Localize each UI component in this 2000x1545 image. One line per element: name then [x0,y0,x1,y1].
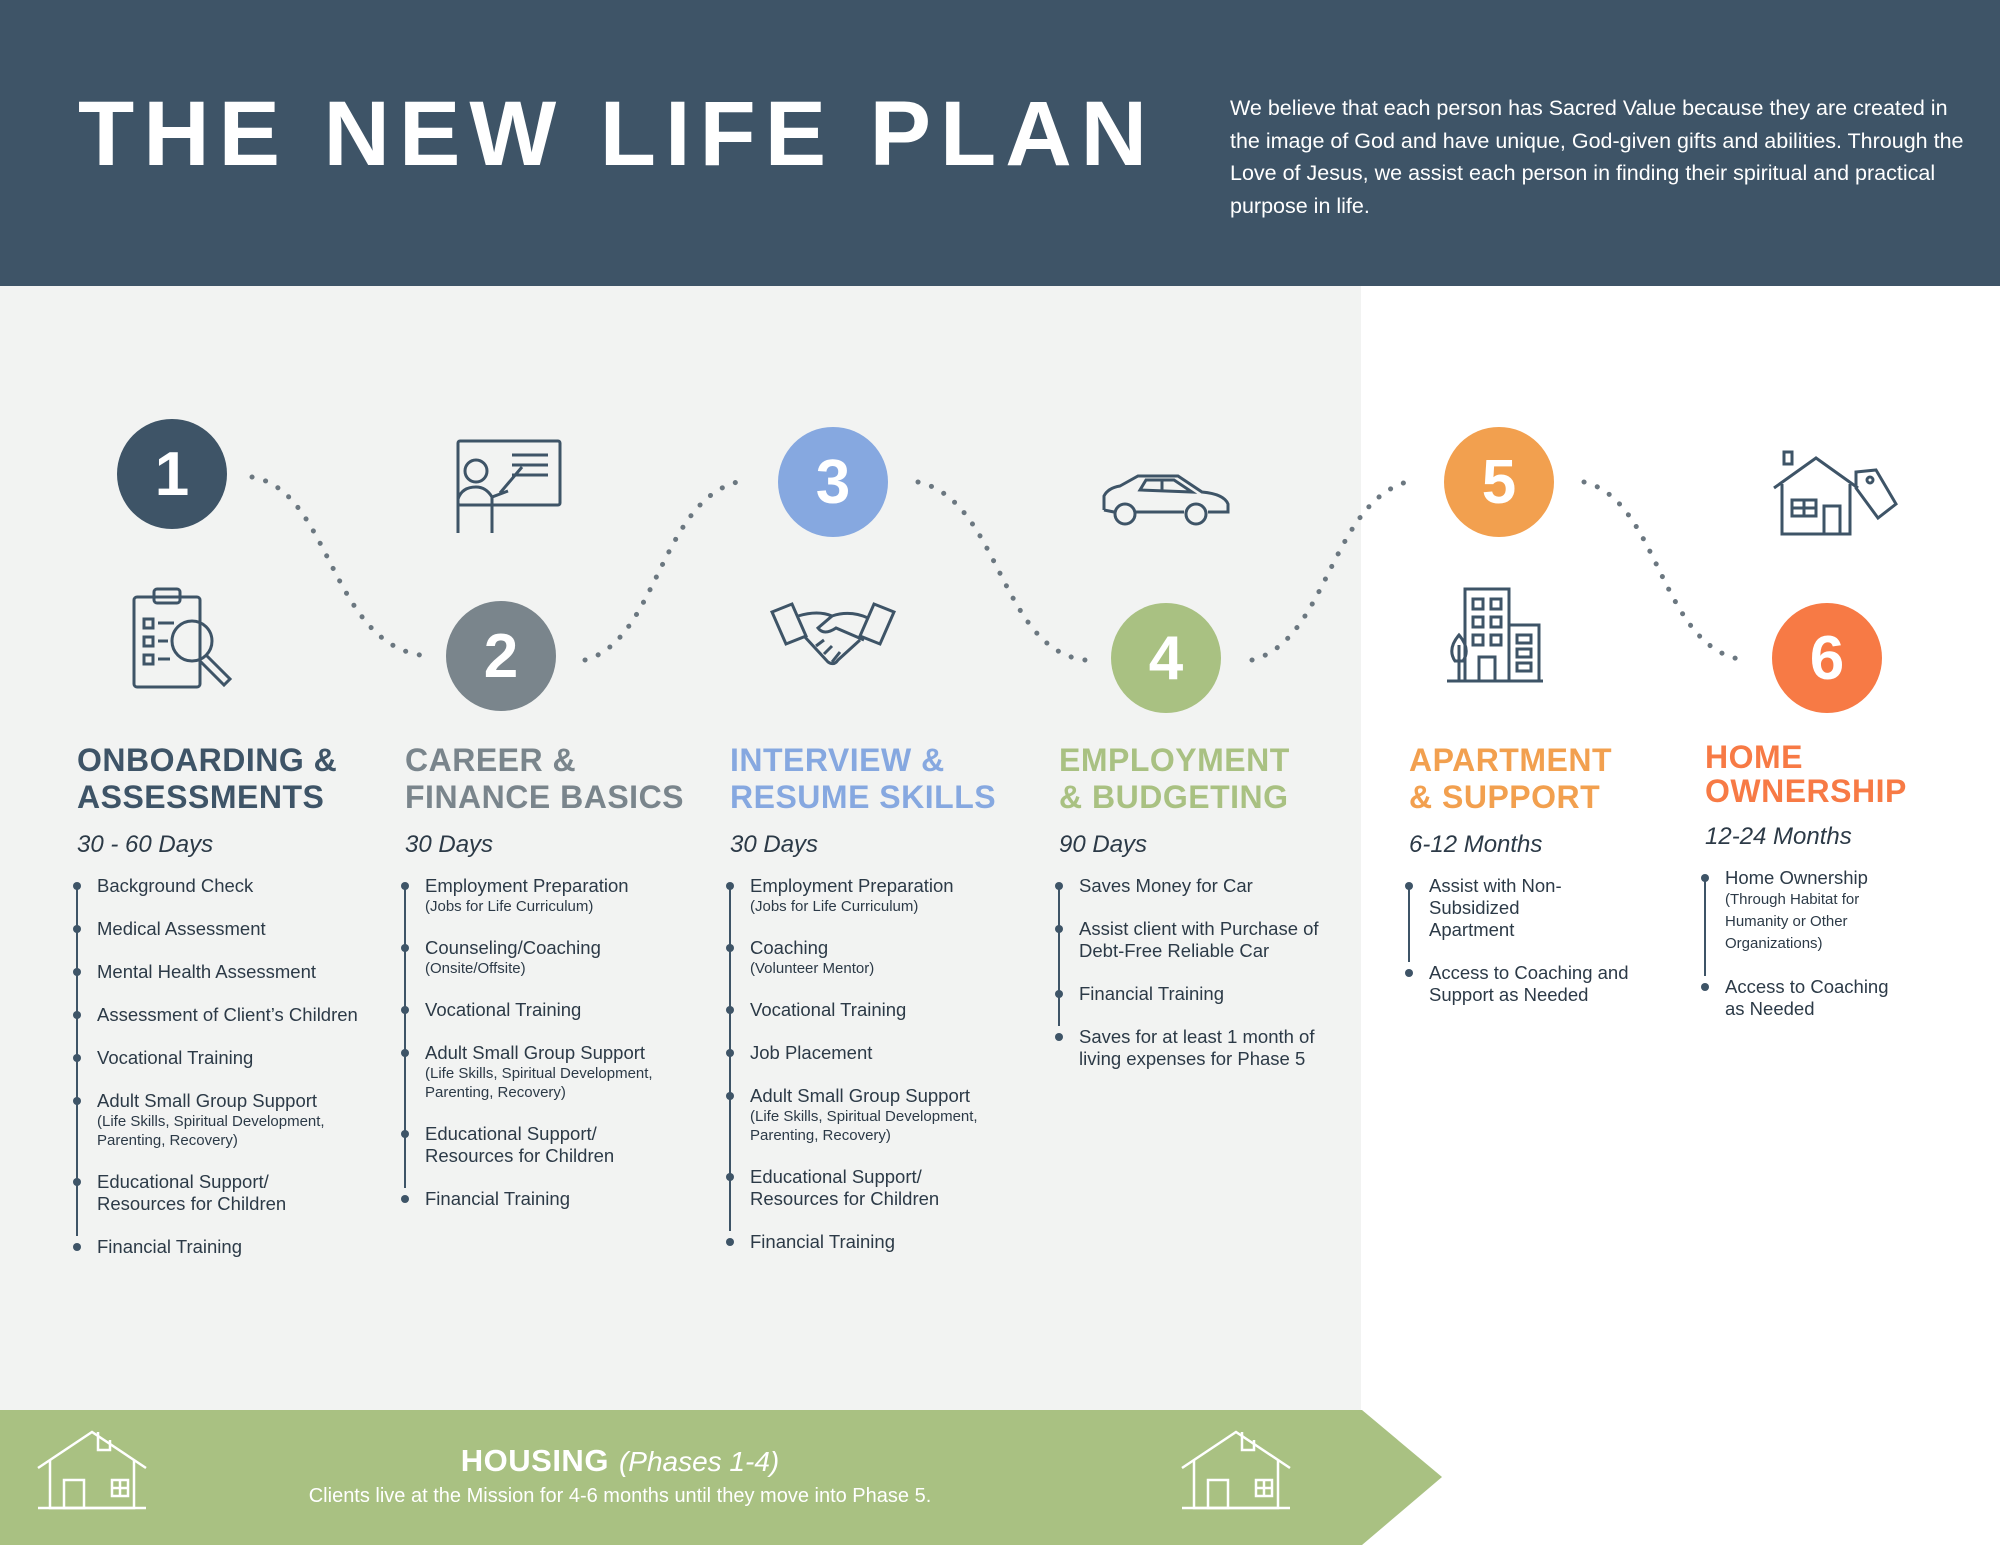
house-icon-left [37,1430,147,1510]
phase-duration: 90 Days [1059,831,1148,858]
housing-banner [0,1410,1442,1545]
phase-3-list: Employment Preparation(Jobs for Life Cur… [726,875,1020,1253]
page-title: THE NEW LIFE PLAN [78,83,1157,185]
phase-3-badge: 3 [778,427,888,537]
house-tag-icon [1773,450,1898,536]
phase-5-list: Assist with Non-Subsidized Apartment Acc… [1405,875,1659,1006]
phase-2-list: Employment Preparation(Jobs for Life Cur… [401,875,695,1210]
list-item: Vocational Training [726,999,1020,1021]
phase-3-column: INTERVIEW &RESUME SKILLS 30 Days Employm… [726,742,1020,1274]
phase-heading: CAREER &FINANCE BASICS [405,742,685,815]
phase-2-badge: 2 [446,601,556,711]
phase-6-badge: 6 [1772,603,1882,713]
phase-duration: 6-12 Months [1409,831,1543,858]
clipboard-magnifier-icon [132,587,233,689]
list-item: Access to Coaching as Needed [1701,976,1907,1020]
list-item: Adult Small Group Support(Life Skills, S… [726,1085,1020,1145]
phase-1-column: ONBOARDING &ASSESSMENTS 30 - 60 Days Bac… [73,742,367,1279]
phase-2-column: CAREER &FINANCE BASICS 30 Days Employmen… [401,742,695,1231]
list-item: Job Placement [726,1042,1020,1064]
list-item: Saves Money for Car [1055,875,1349,897]
phase-5-column: APARTMENT& SUPPORT 6-12 Months Assist wi… [1405,742,1659,1027]
list-item: Access to Coaching and Support as Needed [1405,962,1659,1006]
list-item: Assist client with Purchase of Debt-Free… [1055,918,1349,962]
list-item: Medical Assessment [73,918,367,940]
list-item: Assessment of Client’s Children [73,1004,367,1026]
list-item: Educational Support/ Resources for Child… [726,1166,1020,1210]
phase-heading: APARTMENT& SUPPORT [1409,742,1612,815]
list-item: Educational Support/ Resources for Child… [401,1123,695,1167]
phase-1-badge: 1 [117,419,227,529]
connector-1-2 [249,474,423,658]
apartment-building-icon [1447,587,1543,683]
housing-phases: (Phases 1-4) [618,1446,780,1477]
housing-banner-text: HOUSING (Phases 1-4) Clients live at the … [0,1443,1240,1508]
list-item: Saves for at least 1 month of living exp… [1055,1026,1349,1070]
list-item: Employment Preparation(Jobs for Life Cur… [726,875,1020,916]
car-icon [1102,474,1230,526]
phase-6-list: Home Ownership(Through Habitat for Human… [1701,867,1907,1020]
connector-4-5 [1249,477,1418,663]
intro-text: We believe that each person has Sacred V… [1230,96,1964,218]
list-item: Educational Support/ Resources for Child… [73,1171,367,1215]
phase-4-badge: 4 [1111,603,1221,713]
list-item: Financial Training [73,1236,367,1258]
phase-4-column: EMPLOYMENT& BUDGETING 90 Days Saves Mone… [1055,742,1349,1091]
phase-duration: 12-24 Months [1705,823,1852,850]
list-item: Employment Preparation(Jobs for Life Cur… [401,875,695,916]
list-item: Vocational Training [73,1047,367,1069]
list-item: Adult Small Group Support(Life Skills, S… [73,1090,367,1150]
phase-heading: EMPLOYMENT& BUDGETING [1059,742,1290,815]
list-item: Adult Small Group Support(Life Skills, S… [401,1042,695,1102]
phase-duration: 30 - 60 Days [77,831,214,858]
list-item: Vocational Training [401,999,695,1021]
teacher-board-icon [456,439,562,533]
connector-3-4 [915,479,1088,663]
housing-title: HOUSING [460,1443,609,1478]
header: THE NEW LIFE PLAN We believe that each p… [0,0,2000,286]
connector-2-3 [582,477,751,663]
phase-heading: INTERVIEW &RESUME SKILLS [730,742,997,815]
list-item: Mental Health Assessment [73,961,367,983]
list-item: Coaching(Volunteer Mentor) [726,937,1020,978]
list-item: Financial Training [401,1188,695,1210]
list-item: Counseling/Coaching(Onsite/Offsite) [401,937,695,978]
phase-1-list: Background Check Medical Assessment Ment… [73,875,367,1258]
list-item: Assist with Non-Subsidized Apartment [1405,875,1659,941]
phase-4-list: Saves Money for Car Assist client with P… [1055,875,1349,1070]
house-icon-right [1181,1430,1291,1510]
list-item: Home Ownership(Through Habitat for Human… [1701,867,1907,955]
phase-duration: 30 Days [730,831,819,858]
phase-5-badge: 5 [1444,427,1554,537]
phase-heading: ONBOARDING &ASSESSMENTS [77,742,338,815]
housing-subtitle: Clients live at the Mission for 4-6 mont… [308,1485,932,1507]
handshake-icon [770,602,896,666]
list-item: Financial Training [1055,983,1349,1005]
list-item: Financial Training [726,1231,1020,1253]
connector-5-6 [1581,479,1748,663]
phase-duration: 30 Days [405,831,494,858]
list-item: Background Check [73,875,367,897]
